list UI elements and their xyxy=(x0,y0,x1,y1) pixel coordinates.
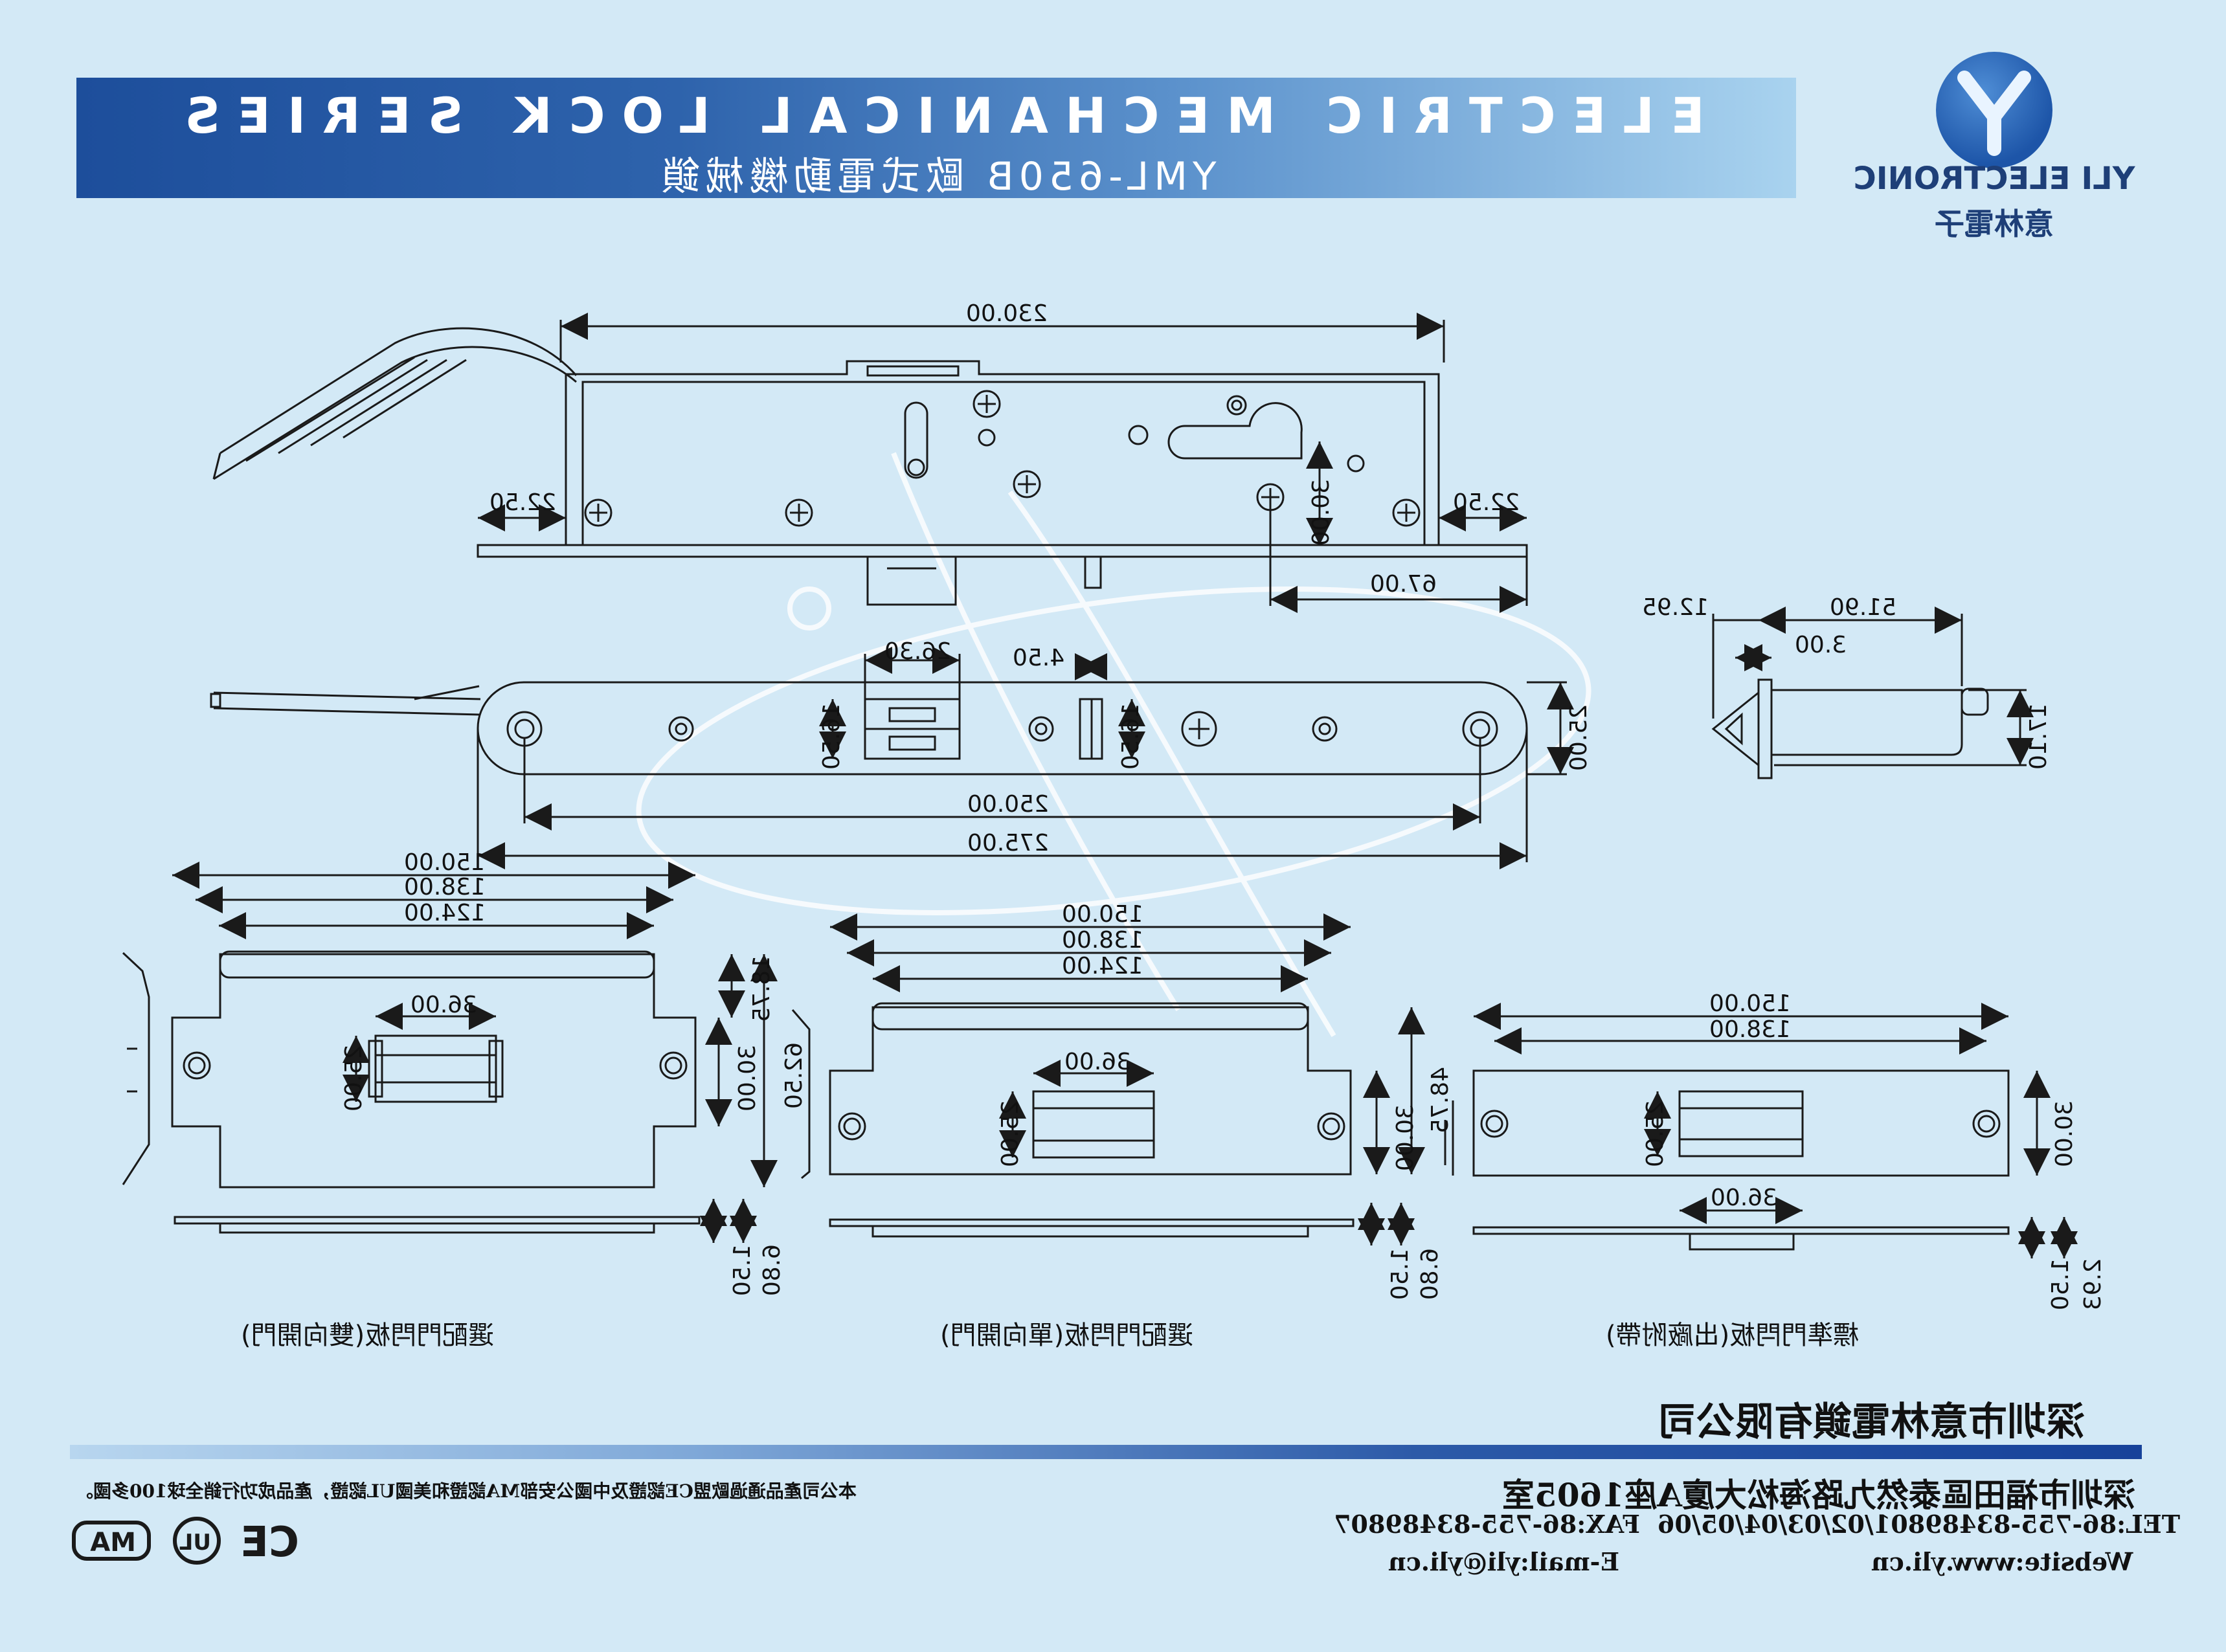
dim-latch-width: 26.30 xyxy=(884,638,952,665)
dim-faceplate-length: 275.00 xyxy=(967,830,1049,856)
dim-a-18: 18.75 xyxy=(748,955,775,1023)
strike-plate-standard xyxy=(1444,1003,2078,1258)
dim-c-t1: 1.50 xyxy=(2047,1258,2074,1311)
certification-marks: CE UL MA xyxy=(72,1517,299,1567)
dim-cylinder-to-edge: 67.00 xyxy=(1370,571,1437,597)
dim-b-150: 150.00 xyxy=(1062,901,1143,928)
ma-mark-icon: MA xyxy=(72,1521,151,1561)
dim-a-62: 62.50 xyxy=(781,1042,807,1110)
dim-a-t2: 6.80 xyxy=(759,1244,785,1297)
dim-faceplate-holes: 250.00 xyxy=(967,791,1049,818)
strike-plate-double xyxy=(122,862,778,1243)
dim-box-flange: 12.95 xyxy=(1642,594,1709,621)
dim-box-height: 17.10 xyxy=(2025,703,2052,770)
dim-a-124: 124.00 xyxy=(404,900,486,926)
caption-strike-single: 選配門閂板(單向開門) xyxy=(940,1321,1194,1350)
yli-logo-icon xyxy=(1936,52,2052,168)
svg-text:UL: UL xyxy=(179,1530,211,1556)
dim-cylinder-height: 30.00 xyxy=(1308,479,1334,546)
footer-website: Website:www.yli.cn xyxy=(1871,1547,2133,1576)
dim-a-30: 30.00 xyxy=(734,1045,761,1112)
faceplate-front-view xyxy=(210,647,1574,869)
dim-a-t1: 1.50 xyxy=(729,1244,756,1297)
footer-email: E-mail:yli@yli.cn xyxy=(1388,1547,1620,1576)
dim-faceplate-width: 25.00 xyxy=(1566,704,1592,772)
ce-mark-icon: CE xyxy=(240,1519,299,1567)
strike-plate-single xyxy=(791,913,1425,1245)
dim-b-48: 48.75 xyxy=(1427,1067,1454,1134)
dim-c-t2: 2.93 xyxy=(2080,1258,2106,1311)
lock-body-side-view xyxy=(212,313,1528,613)
footer-tel: TEL:86-755-83489801/02/03/04/05/06 xyxy=(1658,1510,2181,1539)
dim-b-124: 124.00 xyxy=(1062,953,1143,979)
dim-b-138: 138.00 xyxy=(1062,927,1143,954)
strike-box-side-view xyxy=(1711,607,2034,779)
dim-c-150: 150.00 xyxy=(1709,990,1791,1017)
dim-box-width: 51.90 xyxy=(1830,594,1897,621)
dim-a-138: 138.00 xyxy=(404,874,486,900)
dim-lock-length: 230.00 xyxy=(966,300,1048,327)
dim-left-offset: 22.50 xyxy=(489,489,557,516)
footer-rule xyxy=(70,1445,2142,1459)
dim-b-t1: 1.50 xyxy=(1387,1248,1413,1300)
ul-mark-icon: UL xyxy=(173,1517,221,1565)
dim-box-step: 3.00 xyxy=(1795,632,1847,658)
dim-right-offset: 22.50 xyxy=(1453,489,1520,516)
dim-c-36: 36.00 xyxy=(1711,1185,1778,1211)
dim-a-25: 25.00 xyxy=(341,1045,367,1112)
dim-c-25: 25.00 xyxy=(1642,1100,1669,1168)
caption-strike-double: 選配門閂板(雙向開門) xyxy=(241,1321,495,1350)
footer-fax: FAX:86-755-83489807 xyxy=(1334,1510,1641,1539)
dim-c-138: 138.00 xyxy=(1709,1016,1791,1043)
footer-certification: 本公司產品通過歐盟CE認證及中國公安部MA認證和美國UL認證，產品成功行銷全球1… xyxy=(75,1480,857,1502)
dim-c-30: 30.00 xyxy=(2051,1100,2078,1168)
dim-a-36: 36.00 xyxy=(410,992,478,1018)
dim-b-30: 30.00 xyxy=(1392,1104,1419,1172)
dim-bolt-height: 16.50 xyxy=(1118,703,1144,770)
header-banner: ELECTRIC MECHANICAL LOCK SERIES YML-650B… xyxy=(76,78,1796,199)
dim-latch-height: 16.50 xyxy=(818,703,845,770)
svg-text:CE: CE xyxy=(240,1519,299,1567)
dim-b-25: 25.00 xyxy=(997,1100,1024,1168)
dim-bolt-offset: 4.50 xyxy=(1013,645,1065,671)
svg-text:MA: MA xyxy=(90,1528,136,1557)
dim-b-36: 36.00 xyxy=(1064,1049,1132,1075)
dim-b-t2: 6.80 xyxy=(1417,1248,1443,1300)
dim-a-150: 150.00 xyxy=(404,849,486,876)
caption-strike-standard: 標準門閂板(出廠附帶) xyxy=(1606,1321,1860,1350)
company-name: 深圳市意林電鎖有限公司 xyxy=(1658,1400,2085,1445)
